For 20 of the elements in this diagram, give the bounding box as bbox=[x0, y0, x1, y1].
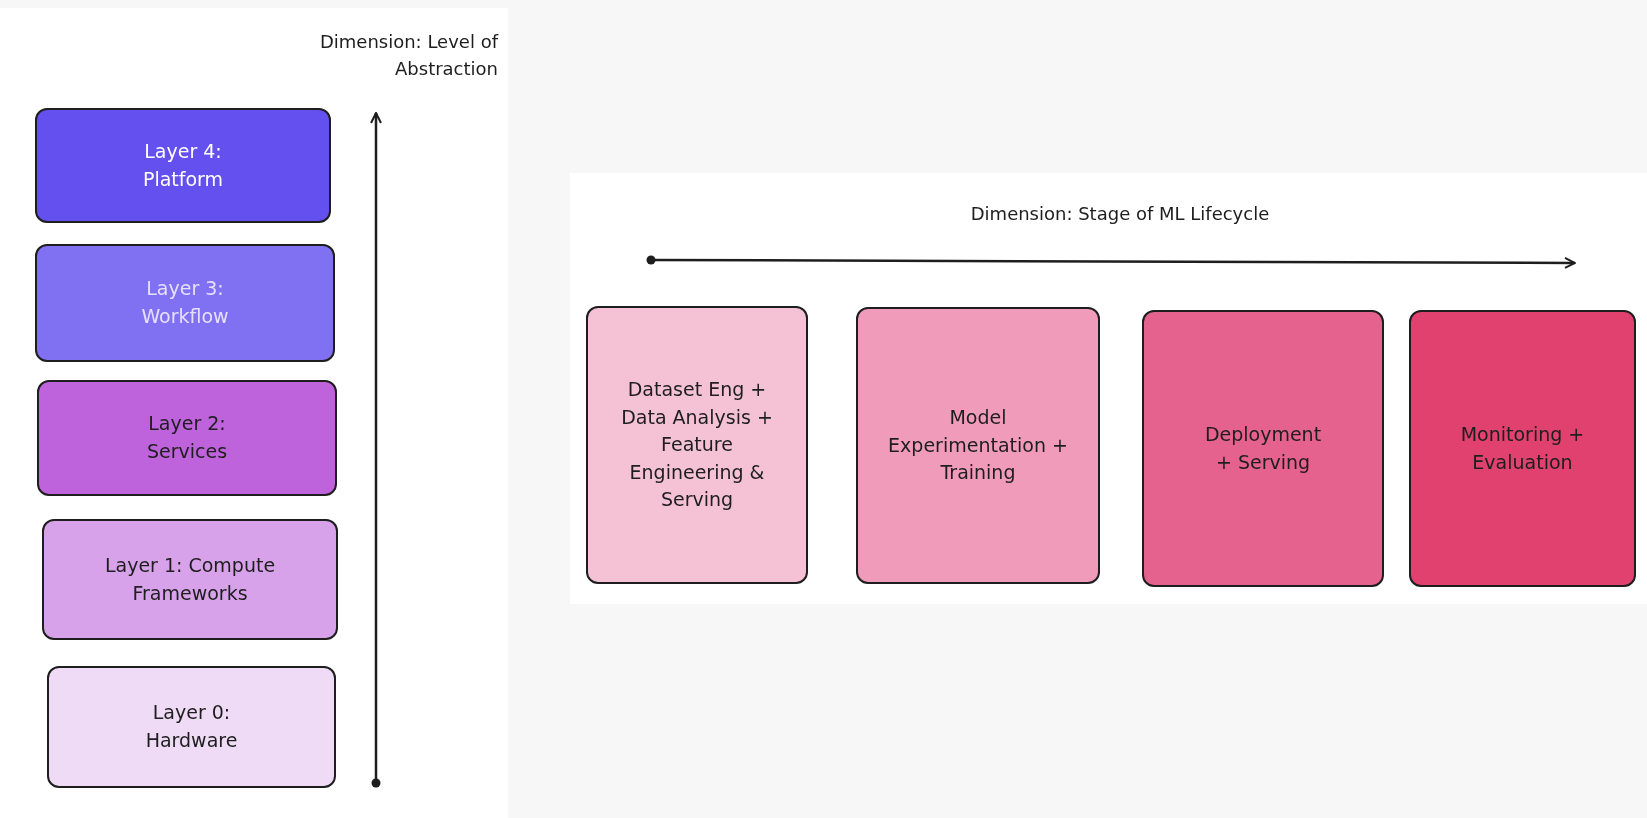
node-label: Deployment + Serving bbox=[1203, 421, 1323, 475]
axis-title: Dimension: Level of Abstraction bbox=[318, 30, 498, 81]
layer-box bbox=[42, 519, 338, 640]
stage-card bbox=[1142, 310, 1384, 587]
layer-box bbox=[37, 380, 337, 496]
node-label: Layer 3: Workflow bbox=[140, 276, 230, 329]
node-label: Monitoring + Evaluation bbox=[1459, 421, 1586, 475]
layer-box bbox=[35, 244, 335, 362]
stage-card bbox=[856, 307, 1100, 584]
node-label: Model Experimentation + Training bbox=[887, 405, 1069, 486]
stage-card bbox=[1409, 310, 1636, 587]
node-label: Layer 1: Compute Frameworks bbox=[103, 552, 277, 606]
node-label: Layer 0: Hardware bbox=[144, 700, 239, 753]
layer-box bbox=[35, 108, 331, 223]
stage-card bbox=[586, 306, 808, 584]
node-label: Layer 2: Services bbox=[145, 411, 229, 464]
node-label: Dataset Eng + Data Analysis + Feature Engineering & Serving bbox=[620, 377, 774, 513]
axis-title: Dimension: Stage of ML Lifecycle bbox=[969, 202, 1271, 226]
node-label: Layer 4: Platform bbox=[141, 138, 225, 192]
layer-box bbox=[47, 666, 336, 788]
